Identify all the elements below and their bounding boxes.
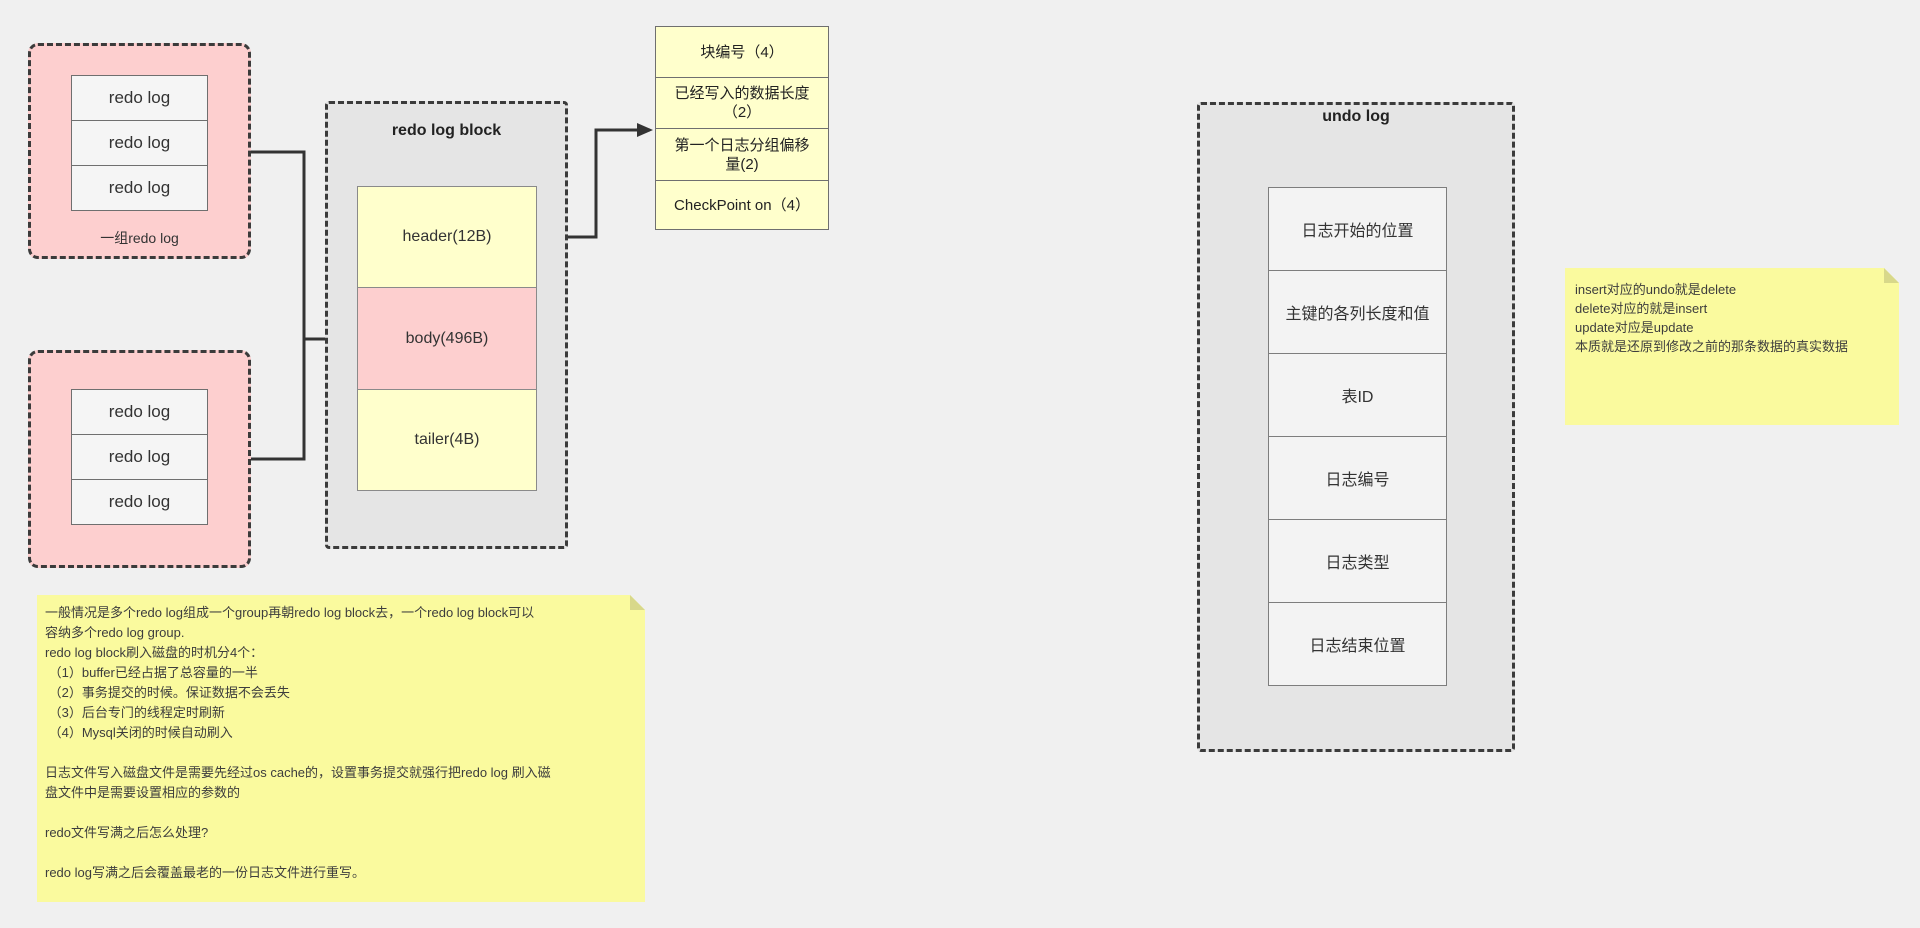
note-fold-corner-icon	[630, 595, 645, 610]
redo-log-box[interactable]: redo log	[71, 75, 208, 121]
undo-log-cell[interactable]: 日志开始的位置	[1268, 187, 1447, 271]
undo-log-cell[interactable]: 日志编号	[1268, 436, 1447, 520]
note-line: （2）事务提交的时候。保证数据不会丢失	[45, 685, 290, 700]
header-table-row[interactable]: 已经写入的数据长度（2）	[656, 78, 828, 129]
redo-log-block-segments: header(12B) body(496B) tailer(4B)	[357, 186, 537, 491]
note-line	[45, 843, 637, 863]
note-line: 盘文件中是需要设置相应的参数的	[45, 785, 241, 800]
note-line: （3）后台专门的线程定时刷新	[45, 705, 225, 720]
redo-log-box[interactable]: redo log	[71, 434, 208, 480]
redo-log-box[interactable]: redo log	[71, 165, 208, 211]
note-line: （4）Mysql关闭的时候自动刷入	[45, 725, 233, 740]
segment-body[interactable]: body(496B)	[357, 287, 537, 390]
redo-log-group-top[interactable]: redo log redo log redo log 一组redo log	[28, 43, 251, 259]
note-line: 容纳多个redo log group.	[45, 625, 185, 640]
note-line	[45, 803, 637, 823]
undo-log-cell[interactable]: 日志类型	[1268, 519, 1447, 603]
undo-log-fields: 日志开始的位置 主键的各列长度和值 表ID 日志编号 日志类型 日志结束位置	[1268, 187, 1447, 686]
redo-log-box[interactable]: redo log	[71, 389, 208, 435]
undo-log-title: undo log	[1322, 108, 1390, 125]
note-line	[45, 743, 637, 763]
header-table-row[interactable]: 第一个日志分组偏移量(2)	[656, 129, 828, 181]
note-line: redo log block刷入磁盘的时机分4个：	[45, 645, 264, 660]
redo-log-box[interactable]: redo log	[71, 120, 208, 166]
redo-log-block[interactable]: redo log block header(12B) body(496B) ta…	[325, 101, 568, 549]
header-table-row[interactable]: 块编号（4）	[656, 27, 828, 78]
redo-log-group-bottom[interactable]: redo log redo log redo log	[28, 350, 251, 568]
redo-log-group-label: 一组redo log	[100, 230, 179, 246]
undo-log-block[interactable]: undo log 日志开始的位置 主键的各列长度和值 表ID 日志编号 日志类型…	[1197, 102, 1515, 752]
note-line: （1）buffer已经占据了总容量的一半	[45, 665, 258, 680]
undo-log-cell[interactable]: 日志结束位置	[1268, 602, 1447, 686]
undo-log-cell[interactable]: 表ID	[1268, 353, 1447, 437]
redo-log-block-title: redo log block	[391, 122, 502, 139]
note-line: insert对应的undo就是delete	[1575, 282, 1737, 297]
note-fold-corner-icon	[1884, 268, 1899, 283]
note-line: redo文件写满之后怎么处理?	[45, 825, 209, 840]
redo-log-box[interactable]: redo log	[71, 479, 208, 525]
note-line: update对应是update	[1575, 320, 1694, 335]
note-redo-flush-rules[interactable]: 一般情况是多个redo log组成一个group再朝redo log block…	[37, 595, 645, 902]
note-line: redo log写满之后会覆盖最老的一份日志文件进行重写。	[45, 865, 365, 880]
undo-log-cell[interactable]: 主键的各列长度和值	[1268, 270, 1447, 354]
connector-groups-trunk[interactable]	[251, 150, 306, 461]
segment-tailer[interactable]: tailer(4B)	[357, 389, 537, 491]
note-line: delete对应的就是insert	[1575, 301, 1708, 316]
note-line: 本质就是还原到修改之前的那条数据的真实数据	[1575, 339, 1849, 354]
note-undo-mapping[interactable]: insert对应的undo就是delete delete对应的就是insert …	[1565, 268, 1899, 425]
note-line: 日志文件写入磁盘文件是需要先经过os cache的，设置事务提交就强行把redo…	[45, 765, 551, 780]
note-line: 一般情况是多个redo log组成一个group再朝redo log block…	[45, 605, 535, 620]
block-header-table[interactable]: 块编号（4） 已经写入的数据长度（2） 第一个日志分组偏移量(2) CheckP…	[655, 26, 829, 230]
segment-header[interactable]: header(12B)	[357, 186, 537, 288]
header-table-row[interactable]: CheckPoint on（4）	[674, 196, 810, 214]
